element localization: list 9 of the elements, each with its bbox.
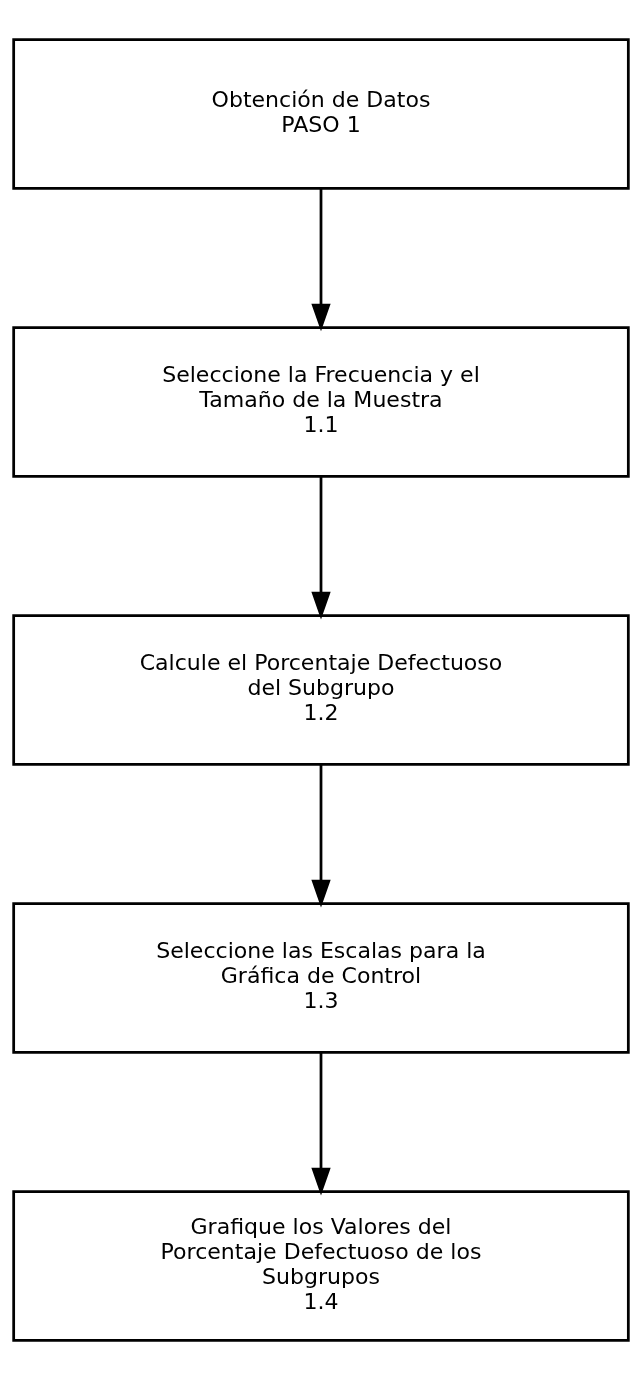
node-box: Seleccione las Escalas para la Gráfica de Control 1.3 <box>12 902 630 1054</box>
arrow <box>311 764 331 908</box>
node-box: Calcule el Porcentaje Defectuoso del Subgrupo 1.2 <box>12 614 630 766</box>
node-box: Grafique los Valores del Porcentaje Defectuoso de los Subgrupos 1.4 <box>12 1190 630 1342</box>
arrow <box>311 1052 331 1196</box>
arrow <box>311 188 331 332</box>
node-box: Obtención de Datos PASO 1 <box>12 38 630 190</box>
node-box: Seleccione la Frecuencia y el Tamaño de la Muestra 1.1 <box>12 326 630 478</box>
arrow <box>311 476 331 620</box>
